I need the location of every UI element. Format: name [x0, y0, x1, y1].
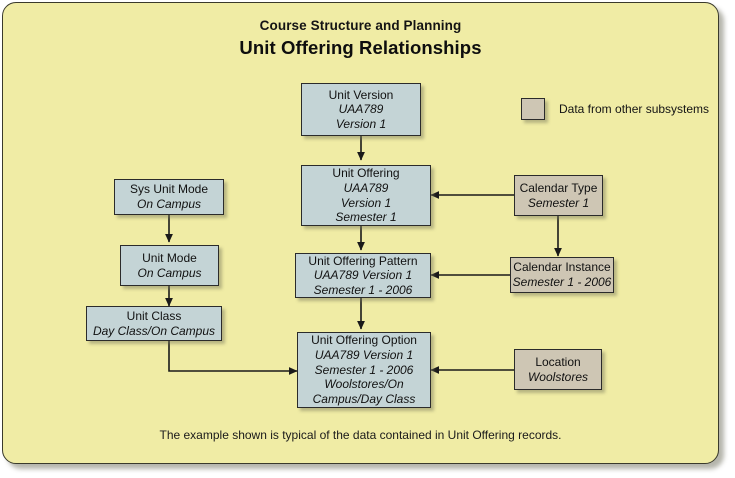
node-value: Version 1 — [335, 116, 387, 131]
node-value: Semester 1 - 2006 — [314, 362, 414, 377]
node-value: Semester 1 - 2006 — [512, 275, 612, 289]
node-title: Unit Offering Option — [311, 333, 417, 348]
node-sys-unit-mode[interactable]: Sys Unit Mode On Campus — [114, 179, 224, 215]
node-value: Woolstores/On — [324, 377, 404, 392]
node-title: Unit Offering — [332, 166, 400, 181]
legend-label: Data from other subsystems — [559, 102, 710, 116]
node-unit-class[interactable]: Unit Class Day Class/On Campus — [86, 306, 222, 341]
node-location[interactable]: Location Woolstores — [514, 349, 602, 390]
node-title: Unit Version — [328, 87, 394, 102]
node-title: Unit Class — [126, 308, 182, 323]
diagram-panel: Course Structure and Planning Unit Offer… — [2, 2, 719, 464]
page-title: Unit Offering Relationships — [239, 37, 482, 58]
node-value: Semester 1 — [527, 195, 590, 210]
node-title: Location — [535, 354, 581, 369]
connector-unit-class-to-option — [168, 341, 298, 375]
node-title: Unit Offering Pattern — [308, 253, 418, 268]
diagram-caption: The example shown is typical of the data… — [159, 428, 562, 442]
node-title: Calendar Type — [519, 180, 598, 195]
node-value: Woolstores — [527, 369, 589, 384]
node-value: Semester 1 - 2006 — [313, 282, 413, 297]
node-value: Day Class/On Campus — [92, 323, 216, 338]
node-calendar-instance[interactable]: Calendar Instance Semester 1 - 2006 — [510, 257, 614, 293]
node-value: UAA789 — [343, 180, 389, 195]
node-title: Calendar Instance — [513, 260, 611, 275]
node-value: UAA789 — [338, 102, 384, 117]
node-unit-offering-pattern[interactable]: Unit Offering Pattern UAA789 Version 1 S… — [295, 253, 431, 298]
node-unit-mode[interactable]: Unit Mode On Campus — [120, 245, 219, 286]
node-calendar-type[interactable]: Calendar Type Semester 1 — [514, 175, 603, 216]
node-value: UAA789 Version 1 — [313, 268, 413, 283]
diagram-subtitle: Course Structure and Planning — [259, 18, 462, 33]
node-value: UAA789 Version 1 — [314, 348, 414, 363]
legend-swatch-external-data — [521, 98, 545, 120]
node-value: Version 1 — [340, 195, 392, 210]
node-unit-offering[interactable]: Unit Offering UAA789 Version 1 Semester … — [301, 165, 431, 226]
node-title: Sys Unit Mode — [129, 182, 209, 197]
node-value: Campus/Day Class — [312, 391, 416, 406]
legend: Data from other subsystems — [521, 98, 709, 120]
node-value: Semester 1 — [335, 210, 397, 225]
node-unit-version[interactable]: Unit Version UAA789 Version 1 — [301, 83, 421, 136]
node-value: On Campus — [136, 197, 202, 211]
node-unit-offering-option[interactable]: Unit Offering Option UAA789 Version 1 Se… — [297, 332, 431, 408]
node-value: On Campus — [137, 265, 202, 280]
node-title: Unit Mode — [142, 250, 197, 265]
